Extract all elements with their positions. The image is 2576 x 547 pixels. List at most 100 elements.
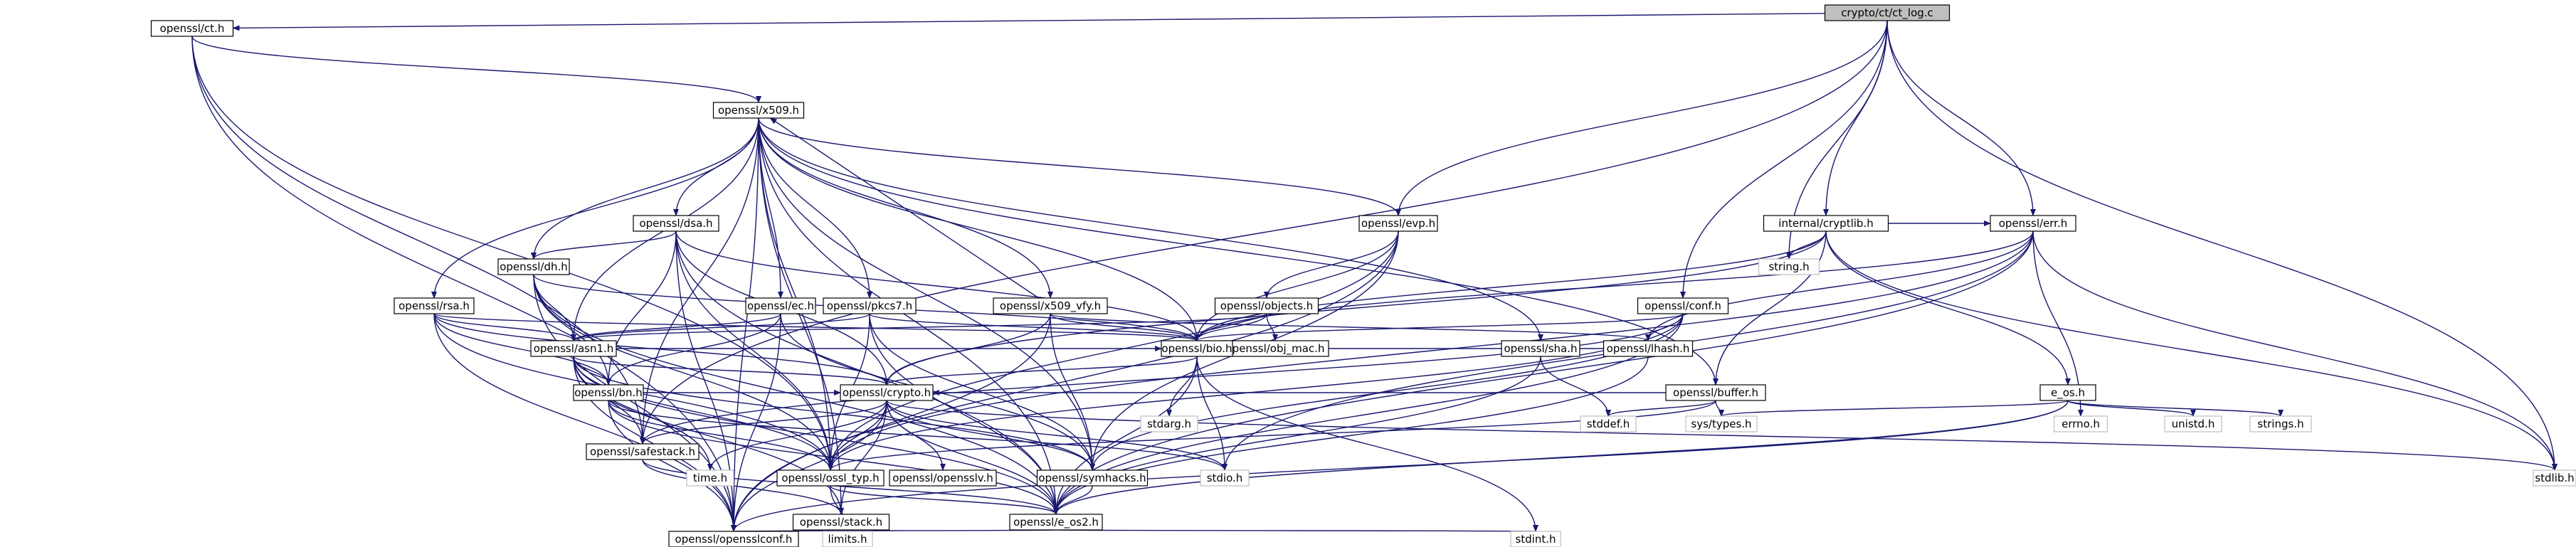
- node-opensslconf-h[interactable]: openssl/opensslconf.h: [668, 531, 799, 547]
- node-x509-h[interactable]: openssl/x509.h: [712, 102, 805, 119]
- node-label: openssl/crypto.h: [843, 386, 931, 399]
- node-label: openssl/ossl_typ.h: [781, 472, 879, 485]
- edge-dsa_h-to-bio_h: [675, 230, 1200, 341]
- edge-crypto_h-to-e_os2_h: [886, 400, 1059, 515]
- node-label: openssl/x509_vfy.h: [1000, 299, 1101, 313]
- node-evp-h[interactable]: openssl/evp.h: [1358, 215, 1438, 232]
- edge-rsa_h-to-asn1_h: [433, 313, 576, 341]
- node-string-h[interactable]: string.h: [1758, 258, 1820, 275]
- node-label: openssl/dsa.h: [639, 217, 712, 230]
- node-lhash-h[interactable]: openssl/lhash.h: [1603, 340, 1694, 357]
- node-symhacks-h[interactable]: openssl/symhacks.h: [1036, 469, 1149, 487]
- edge-err_h-to-bio_h: [1194, 230, 2034, 341]
- edge-dsa_h-to-bn_h: [606, 230, 677, 386]
- edge-crypto_h-to-stdlib_h: [886, 400, 2557, 471]
- node-errno-h[interactable]: errno.h: [2053, 415, 2108, 432]
- node-asn1-h[interactable]: openssl/asn1.h: [530, 340, 617, 357]
- node-ct-h[interactable]: openssl/ct.h: [150, 20, 234, 37]
- edge-pkcs7_h-to-symhacks_h: [869, 313, 1095, 471]
- node-stdlib-h[interactable]: stdlib.h: [2533, 469, 2576, 487]
- edge-ct_log-to-stdlib_h: [1886, 20, 2557, 471]
- edge-x509_h-to-rsa_h: [431, 117, 759, 299]
- edge-evp_h-to-bio_h: [1194, 230, 1399, 341]
- node-bn-h[interactable]: openssl/bn.h: [573, 384, 644, 401]
- edge-bio_h-to-e_os2_h: [1053, 356, 1198, 515]
- node-buffer-h[interactable]: openssl/buffer.h: [1665, 384, 1766, 401]
- node-sha-h[interactable]: openssl/sha.h: [1501, 340, 1580, 357]
- edge-ct_log-to-safestack_h: [640, 20, 1888, 445]
- node-label: string.h: [1768, 260, 1809, 273]
- node-limits-h[interactable]: limits.h: [822, 531, 873, 547]
- node-label: stdarg.h: [1147, 418, 1191, 430]
- node-dsa-h[interactable]: openssl/dsa.h: [633, 215, 719, 232]
- node-dh-h[interactable]: openssl/dh.h: [497, 258, 570, 275]
- edge-ct_h-to-opensslconf_h: [191, 36, 737, 532]
- edge-asn1_h-to-stack_h: [573, 356, 844, 515]
- edge-safestack_h-to-stack_h: [642, 459, 844, 515]
- edge-buffer_h-to-stddef_h: [1605, 400, 1716, 417]
- node-label: openssl/objects.h: [1220, 299, 1314, 312]
- edge-objects_h-to-obj_mac_h: [1266, 313, 1278, 341]
- edge-dsa_h-to-ossl_typ_h: [675, 230, 833, 471]
- node-label: openssl/asn1.h: [534, 342, 614, 355]
- node-obj-mac-h[interactable]: openssl/obj_mac.h: [1221, 340, 1329, 357]
- node-ec-h[interactable]: openssl/ec.h: [745, 297, 816, 314]
- node-stdio-h[interactable]: stdio.h: [1200, 469, 1250, 487]
- node-crypto-h[interactable]: openssl/crypto.h: [840, 384, 934, 401]
- node-label: strings.h: [2257, 418, 2303, 430]
- edge-err_h-to-ossl_typ_h: [828, 230, 2034, 471]
- edge-ct_h-to-x509_h: [191, 36, 761, 103]
- node-e-os2-h[interactable]: openssl/e_os2.h: [1009, 514, 1103, 531]
- node-time-h[interactable]: time.h: [686, 469, 734, 487]
- node-label: openssl/lhash.h: [1607, 342, 1690, 355]
- edge-e_os_h-to-strings_h: [2067, 400, 2284, 417]
- node-label: time.h: [693, 472, 727, 484]
- edge-dh_h-to-ossl_typ_h: [533, 274, 833, 471]
- edge-buffer_h-to-ossl_typ_h: [828, 400, 1716, 471]
- node-unistd-h[interactable]: unistd.h: [2164, 415, 2222, 432]
- edge-crypto_h-to-opensslconf_h: [731, 400, 887, 532]
- node-label: openssl/opensslv.h: [892, 472, 993, 484]
- edge-x509_h-to-e_os2_h: [758, 117, 1059, 515]
- node-bio-h[interactable]: openssl/bio.h: [1161, 340, 1233, 357]
- edge-dh_h-to-e_os2_h: [533, 274, 1059, 515]
- node-cryptlib-h[interactable]: internal/cryptlib.h: [1763, 215, 1889, 232]
- edge-crypto_h-to-stack_h: [838, 400, 887, 515]
- edge-bio_h-to-stdint_h: [1196, 356, 1538, 532]
- edge-crypto_h-to-symhacks_h: [886, 400, 1095, 471]
- node-conf-h[interactable]: openssl/conf.h: [1637, 297, 1729, 314]
- node-safestack-h[interactable]: openssl/safestack.h: [586, 443, 700, 460]
- node-opensslv-h[interactable]: openssl/opensslv.h: [889, 469, 997, 487]
- node-label: openssl/safestack.h: [590, 445, 695, 458]
- edge-bio_h-to-stdarg_h: [1166, 356, 1198, 417]
- edge-bn_h-to-opensslconf_h: [608, 400, 737, 532]
- node-objects-h[interactable]: openssl/objects.h: [1214, 297, 1319, 314]
- edge-cryptlib_h-to-buffer_h: [1713, 230, 1827, 386]
- node-stddef-h[interactable]: stddef.h: [1580, 415, 1637, 432]
- edge-x509_h-to-dh_h: [531, 117, 759, 260]
- node-x509-vfy-h[interactable]: openssl/x509_vfy.h: [993, 297, 1108, 314]
- edge-e_os_h-to-unistd_h: [2067, 400, 2196, 417]
- node-label: openssl/bio.h: [1161, 342, 1232, 355]
- node-label: openssl/buffer.h: [1673, 386, 1758, 399]
- node-strings-h[interactable]: strings.h: [2249, 415, 2312, 432]
- node-stdint-h[interactable]: stdint.h: [1510, 531, 1561, 547]
- node-label: unistd.h: [2172, 418, 2215, 430]
- node-rsa-h[interactable]: openssl/rsa.h: [394, 297, 475, 314]
- node-stack-h[interactable]: openssl/stack.h: [792, 514, 890, 531]
- node-pkcs7-h[interactable]: openssl/pkcs7.h: [823, 297, 917, 314]
- node-ossl-typ-h[interactable]: openssl/ossl_typ.h: [776, 469, 885, 487]
- edge-ct_log-to-conf_h: [1680, 20, 1888, 299]
- node-label: openssl/bn.h: [574, 386, 643, 399]
- node-err-h[interactable]: openssl/err.h: [1990, 215, 2076, 232]
- node-stdarg-h[interactable]: stdarg.h: [1140, 415, 1198, 432]
- edge-e_os_h-to-opensslconf_h: [731, 400, 2069, 532]
- edge-rsa_h-to-bn_h: [433, 313, 611, 386]
- node-e-os-h[interactable]: e_os.h: [2039, 384, 2096, 401]
- node-sys-types-h[interactable]: sys/types.h: [1685, 415, 1758, 432]
- edge-bio_h-to-crypto_h: [884, 356, 1198, 386]
- node-label: errno.h: [2062, 418, 2100, 430]
- edge-ct_log-to-evp_h: [1395, 20, 1888, 216]
- node-label: openssl/dh.h: [500, 260, 568, 273]
